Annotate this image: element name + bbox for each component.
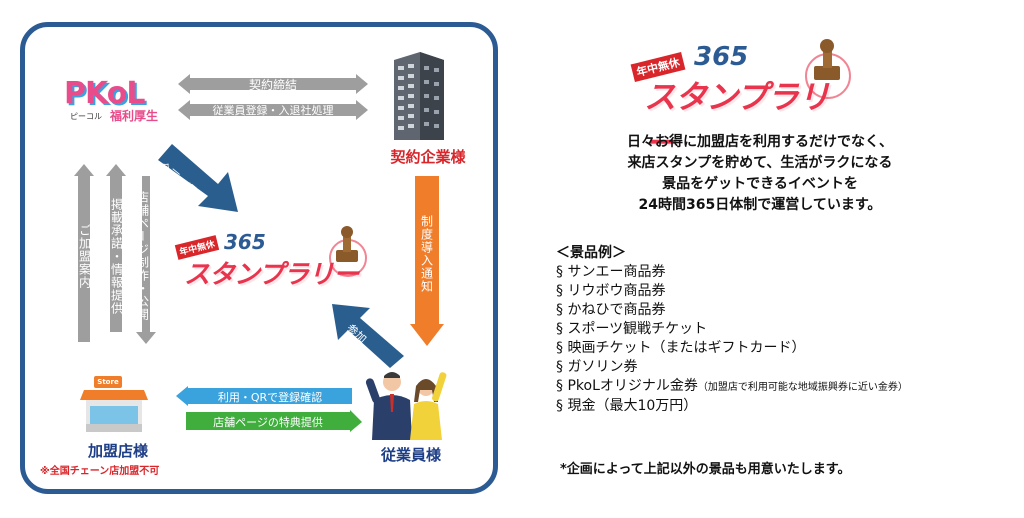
prize-item: § かねひで商品券 <box>556 302 666 318</box>
description-line-3: 景品をゲットできるイベントを <box>662 176 858 192</box>
join-guide-label: ご加盟案内 <box>77 223 92 289</box>
prize-heading: ＜景品例＞ <box>556 245 626 261</box>
contract-arrow-shape <box>178 74 368 94</box>
approval-label: 掲載承諾・情報提供 <box>109 197 124 315</box>
registration-arrow-shape <box>178 100 368 120</box>
right-rally-number: 365 <box>694 42 749 72</box>
benefit-arrow-label: 店舗ページの特典提供 <box>213 416 323 429</box>
registration-arrow-label: 従業員登録・入退社処理 <box>212 104 334 117</box>
prize-item-note: （加盟店で利用可能な地域振興券に近い金券） <box>697 382 908 393</box>
company-label: 契約企業様 <box>390 148 466 166</box>
pkol-logo-kanji: 福利厚生 <box>110 109 159 123</box>
pkol-logo: PKoL ピーコル 福利厚生 <box>64 76 174 128</box>
prize-item: § ガソリン券 <box>556 359 638 375</box>
store-icon <box>80 376 148 432</box>
employee-label: 従業員様 <box>380 446 441 464</box>
approval-arrow-shape <box>106 164 126 332</box>
center-stamp-icon <box>329 226 367 277</box>
right-rally-main: スタンプラリー <box>644 78 830 162</box>
store-vertical-arrows-svg <box>74 164 156 344</box>
prize-item: § スポーツ観戦チケット <box>556 321 708 337</box>
right-stamp-icon <box>805 39 851 99</box>
prize-item: § PkoLオリジナル金券（加盟店で利用可能な地域振興券に近い金券） <box>556 378 908 394</box>
description-block: 日々お得に加盟店を利用するだけでなく、 来店スタンプを貯めて、生活がラクになる … <box>560 132 960 216</box>
prize-item: § 映画チケット（またはギフトカード） <box>556 340 806 356</box>
notice-arrow-shape <box>410 176 444 346</box>
center-rally-main: スタンプラリー <box>184 260 359 290</box>
store-label: 加盟店様 <box>87 442 148 460</box>
center-rally-number: 365 <box>224 230 266 254</box>
planning-arrow-svg <box>158 144 238 212</box>
description-line-4: 24時間365日体制で運営しています。 <box>638 197 882 213</box>
prize-item: § 現金（最大10万円） <box>556 398 698 414</box>
participation-arrow-shape <box>332 304 404 368</box>
description-line-1: 日々お得に加盟店を利用するだけでなく、 <box>627 134 893 150</box>
planning-arrow-shape <box>158 144 238 212</box>
employees-icon <box>365 372 447 440</box>
prize-item: § サンエー商品券 <box>556 264 666 280</box>
store-sign-label: Store <box>97 378 119 386</box>
join-guide-arrow-shape <box>74 164 94 342</box>
pkol-logo-kana: ピーコル <box>70 112 102 121</box>
prize-item: § リウボウ商品券 <box>556 283 666 299</box>
notice-arrow-svg <box>410 176 444 346</box>
prize-list: ＜景品例＞ § サンエー商品券 § リウボウ商品券 § かねひで商品券 § スポ… <box>556 244 1006 416</box>
usage-arrow-label: 利用・QRで登録確認 <box>217 391 323 404</box>
store-page-label: 店舗ページ制作・公開 <box>135 191 150 321</box>
office-building-icon <box>394 52 444 140</box>
store-note: ※全国チェーン店加盟不可 <box>40 466 160 477</box>
bottom-arrows-svg <box>176 386 362 432</box>
description-line-2: 来店スタンプを貯めて、生活がラクになる <box>627 155 893 171</box>
contract-arrow-label: 契約締結 <box>248 78 297 92</box>
prize-footnote: *企画によって上記以外の景品も用意いたします。 <box>560 462 851 477</box>
pkol-logo-main: PKoL <box>64 76 145 111</box>
center-rally-logo: 年中無休 365 スタンプラリー <box>168 226 378 292</box>
store-page-arrow-shape <box>134 176 156 344</box>
benefit-arrow-shape <box>186 410 362 432</box>
participation-arrow-svg <box>332 304 404 368</box>
usage-arrow-shape <box>176 386 352 406</box>
contract-arrows-svg <box>178 74 368 120</box>
right-rally-logo: 年中無休 365 スタンプラリー <box>620 36 860 162</box>
notice-arrow-label: 制度導入通知 <box>419 215 434 293</box>
